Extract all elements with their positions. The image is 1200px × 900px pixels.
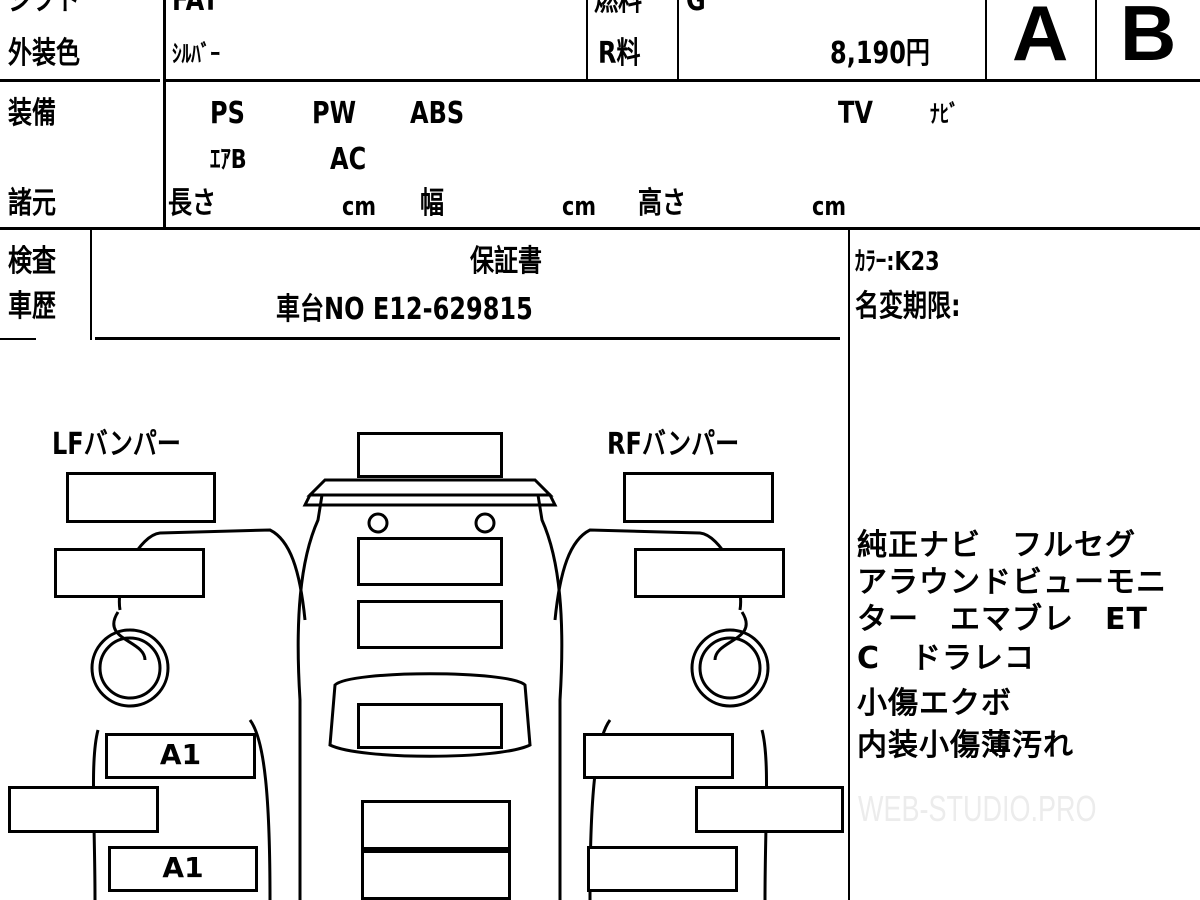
divider: [95, 337, 840, 340]
height-unit: cm: [812, 192, 847, 222]
fuel-label: 燃料: [594, 0, 642, 18]
left-wheel: [90, 628, 170, 708]
note-line: C ドラレコ: [857, 641, 1036, 676]
shift-label: シフト: [8, 0, 80, 18]
note-line: 小傷エクボ: [857, 686, 1012, 721]
recycle-label: R料: [598, 36, 641, 71]
damage-mark: A1: [162, 851, 204, 884]
hood-box: [357, 537, 503, 586]
width-label: 幅: [420, 186, 444, 221]
windshield-box: [357, 703, 503, 749]
lf-fender-box: [54, 548, 205, 598]
mirror-left: [367, 512, 389, 534]
color-value: ｼﾙﾊﾞｰ: [172, 40, 220, 68]
mirror-right: [474, 512, 496, 534]
inspection-label: 検査: [8, 244, 56, 279]
rf-fender-box: [634, 548, 785, 598]
lf-bumper-label: LFバンパー: [52, 427, 181, 462]
divider: [163, 79, 1200, 82]
divider: [0, 79, 160, 82]
divider: [985, 0, 987, 80]
damage-mark: A1: [159, 738, 202, 771]
fuel-value: G: [686, 0, 706, 18]
equipment-item: PW: [312, 96, 357, 131]
watermark: WEB-STUDIO.PRO: [858, 788, 1097, 829]
warranty-text: 保証書: [470, 244, 542, 279]
rf-bumper-box: [623, 472, 774, 523]
roof-rear-box: [361, 850, 511, 900]
rr-door-box: [587, 846, 738, 892]
divider: [163, 0, 166, 230]
height-label: 高さ: [638, 186, 686, 221]
equipment-item: ｴｱB: [210, 145, 247, 175]
note-line: アラウンドビューモニ: [857, 565, 1167, 600]
equipment-item: TV: [838, 96, 873, 131]
equipment-item: ﾅﾋﾞ: [930, 100, 959, 128]
color-code: ｶﾗｰ:K23: [855, 247, 940, 277]
note-line: ター エマブレ ET: [857, 602, 1148, 637]
lr-door-box: A1: [108, 846, 258, 892]
note-line: 純正ナビ フルセグ: [857, 528, 1136, 563]
windshield-outline: [328, 672, 532, 758]
exterior-grade: A: [1012, 0, 1069, 77]
divider: [677, 0, 679, 80]
recycle-value: 8,190円: [830, 36, 930, 71]
rf-door-box: [583, 733, 734, 779]
hood-rear-box: [357, 600, 503, 649]
length-label: 長さ: [168, 186, 216, 221]
color-label: 外装色: [8, 36, 80, 71]
divider: [586, 0, 588, 80]
name-change-deadline: 名変期限:: [855, 289, 961, 324]
equipment-item: PS: [210, 96, 245, 131]
width-unit: cm: [562, 192, 597, 222]
history-label: 車歴: [8, 289, 56, 324]
specs-label: 諸元: [8, 186, 56, 221]
rf-bumper-label: RFバンパー: [607, 427, 740, 462]
equipment-item: ABS: [410, 96, 465, 131]
divider: [0, 227, 1200, 230]
divider: [90, 230, 92, 340]
divider: [0, 338, 36, 340]
r-pillar-box: [695, 786, 844, 833]
lf-door-box: A1: [105, 733, 256, 779]
right-wheel: [690, 628, 770, 708]
shift-value: FAT: [172, 0, 219, 18]
equipment-label: 装備: [8, 96, 56, 131]
hood-outline: [302, 478, 558, 507]
length-unit: cm: [342, 192, 377, 222]
lf-bumper-box: [66, 472, 216, 523]
note-line: 内装小傷薄汚れ: [857, 728, 1074, 763]
divider: [1095, 0, 1097, 80]
interior-grade: B: [1120, 0, 1177, 77]
l-pillar-box: [8, 786, 159, 833]
divider: [848, 230, 850, 900]
equipment-item: AC: [330, 142, 367, 177]
car-diagram: [90, 478, 770, 900]
front-panel-box: [357, 432, 503, 478]
roof-box: [361, 800, 511, 850]
chassis-number: 車台NO E12-629815: [276, 292, 533, 327]
